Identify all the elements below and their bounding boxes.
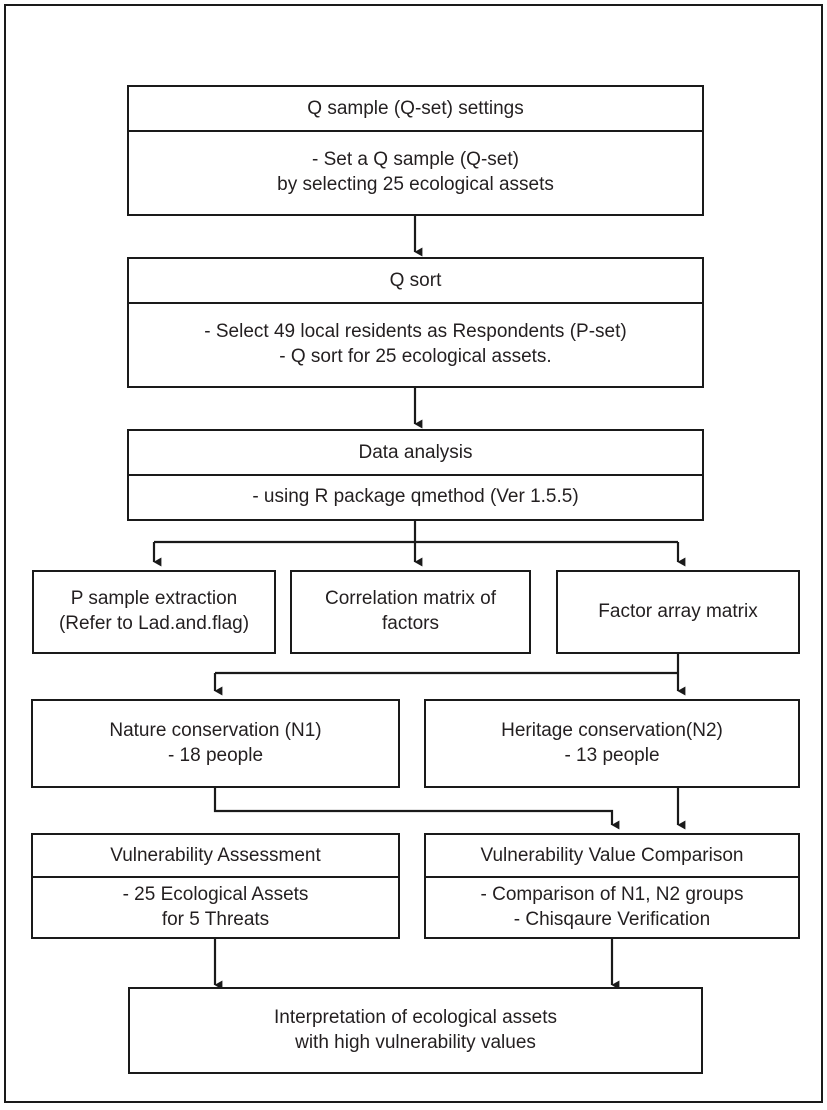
node-vulnerability-comparison-body: - Comparison of N1, N2 groups - Chisqaur… [480,883,744,930]
node-factor-array-matrix-body: Factor array matrix [598,600,758,622]
node-heritage-conservation-body: Heritage conservation(N2) - 13 people [501,719,723,766]
node-factor-array-matrix: Factor array matrix [556,570,800,654]
node-correlation-matrix: Correlation matrix of factors [290,570,531,654]
node-vulnerability-assessment-header: Vulnerability Assessment [33,835,398,878]
node-nature-conservation: Nature conservation (N1) - 18 people [31,699,400,788]
node-interpretation: Interpretation of ecological assets with… [128,987,703,1074]
node-vulnerability-comparison: Vulnerability Value Comparison - Compari… [424,833,800,939]
node-q-sample-settings-body: - Set a Q sample (Q-set) by selecting 25… [277,149,554,195]
node-p-sample-extraction: P sample extraction (Refer to Lad.and.fl… [32,570,276,654]
node-heritage-conservation: Heritage conservation(N2) - 13 people [424,699,800,788]
node-p-sample-extraction-body: P sample extraction (Refer to Lad.and.fl… [58,588,250,634]
node-q-sort: Q sort - Select 49 local residents as Re… [127,257,704,388]
node-interpretation-body: Interpretation of ecological assets with… [273,1006,558,1053]
node-data-analysis-body: - using R package qmethod (Ver 1.5.5) [252,486,579,508]
node-nature-conservation-body: Nature conservation (N1) - 18 people [109,719,322,766]
node-q-sample-settings-header: Q sample (Q-set) settings [129,87,702,132]
node-data-analysis: Data analysis - using R package qmethod … [127,429,704,521]
diagram-outer-frame [4,4,823,1103]
node-q-sort-body: - Select 49 local residents as Responden… [204,321,627,367]
node-q-sort-header: Q sort [129,259,702,304]
node-vulnerability-assessment: Vulnerability Assessment - 25 Ecological… [31,833,400,939]
node-vulnerability-assessment-body: - 25 Ecological Assets for 5 Threats [122,883,309,930]
node-correlation-matrix-body: Correlation matrix of factors [324,588,497,634]
node-q-sample-settings: Q sample (Q-set) settings - Set a Q samp… [127,85,704,216]
node-vulnerability-comparison-header: Vulnerability Value Comparison [426,835,798,878]
node-data-analysis-header: Data analysis [129,431,702,476]
